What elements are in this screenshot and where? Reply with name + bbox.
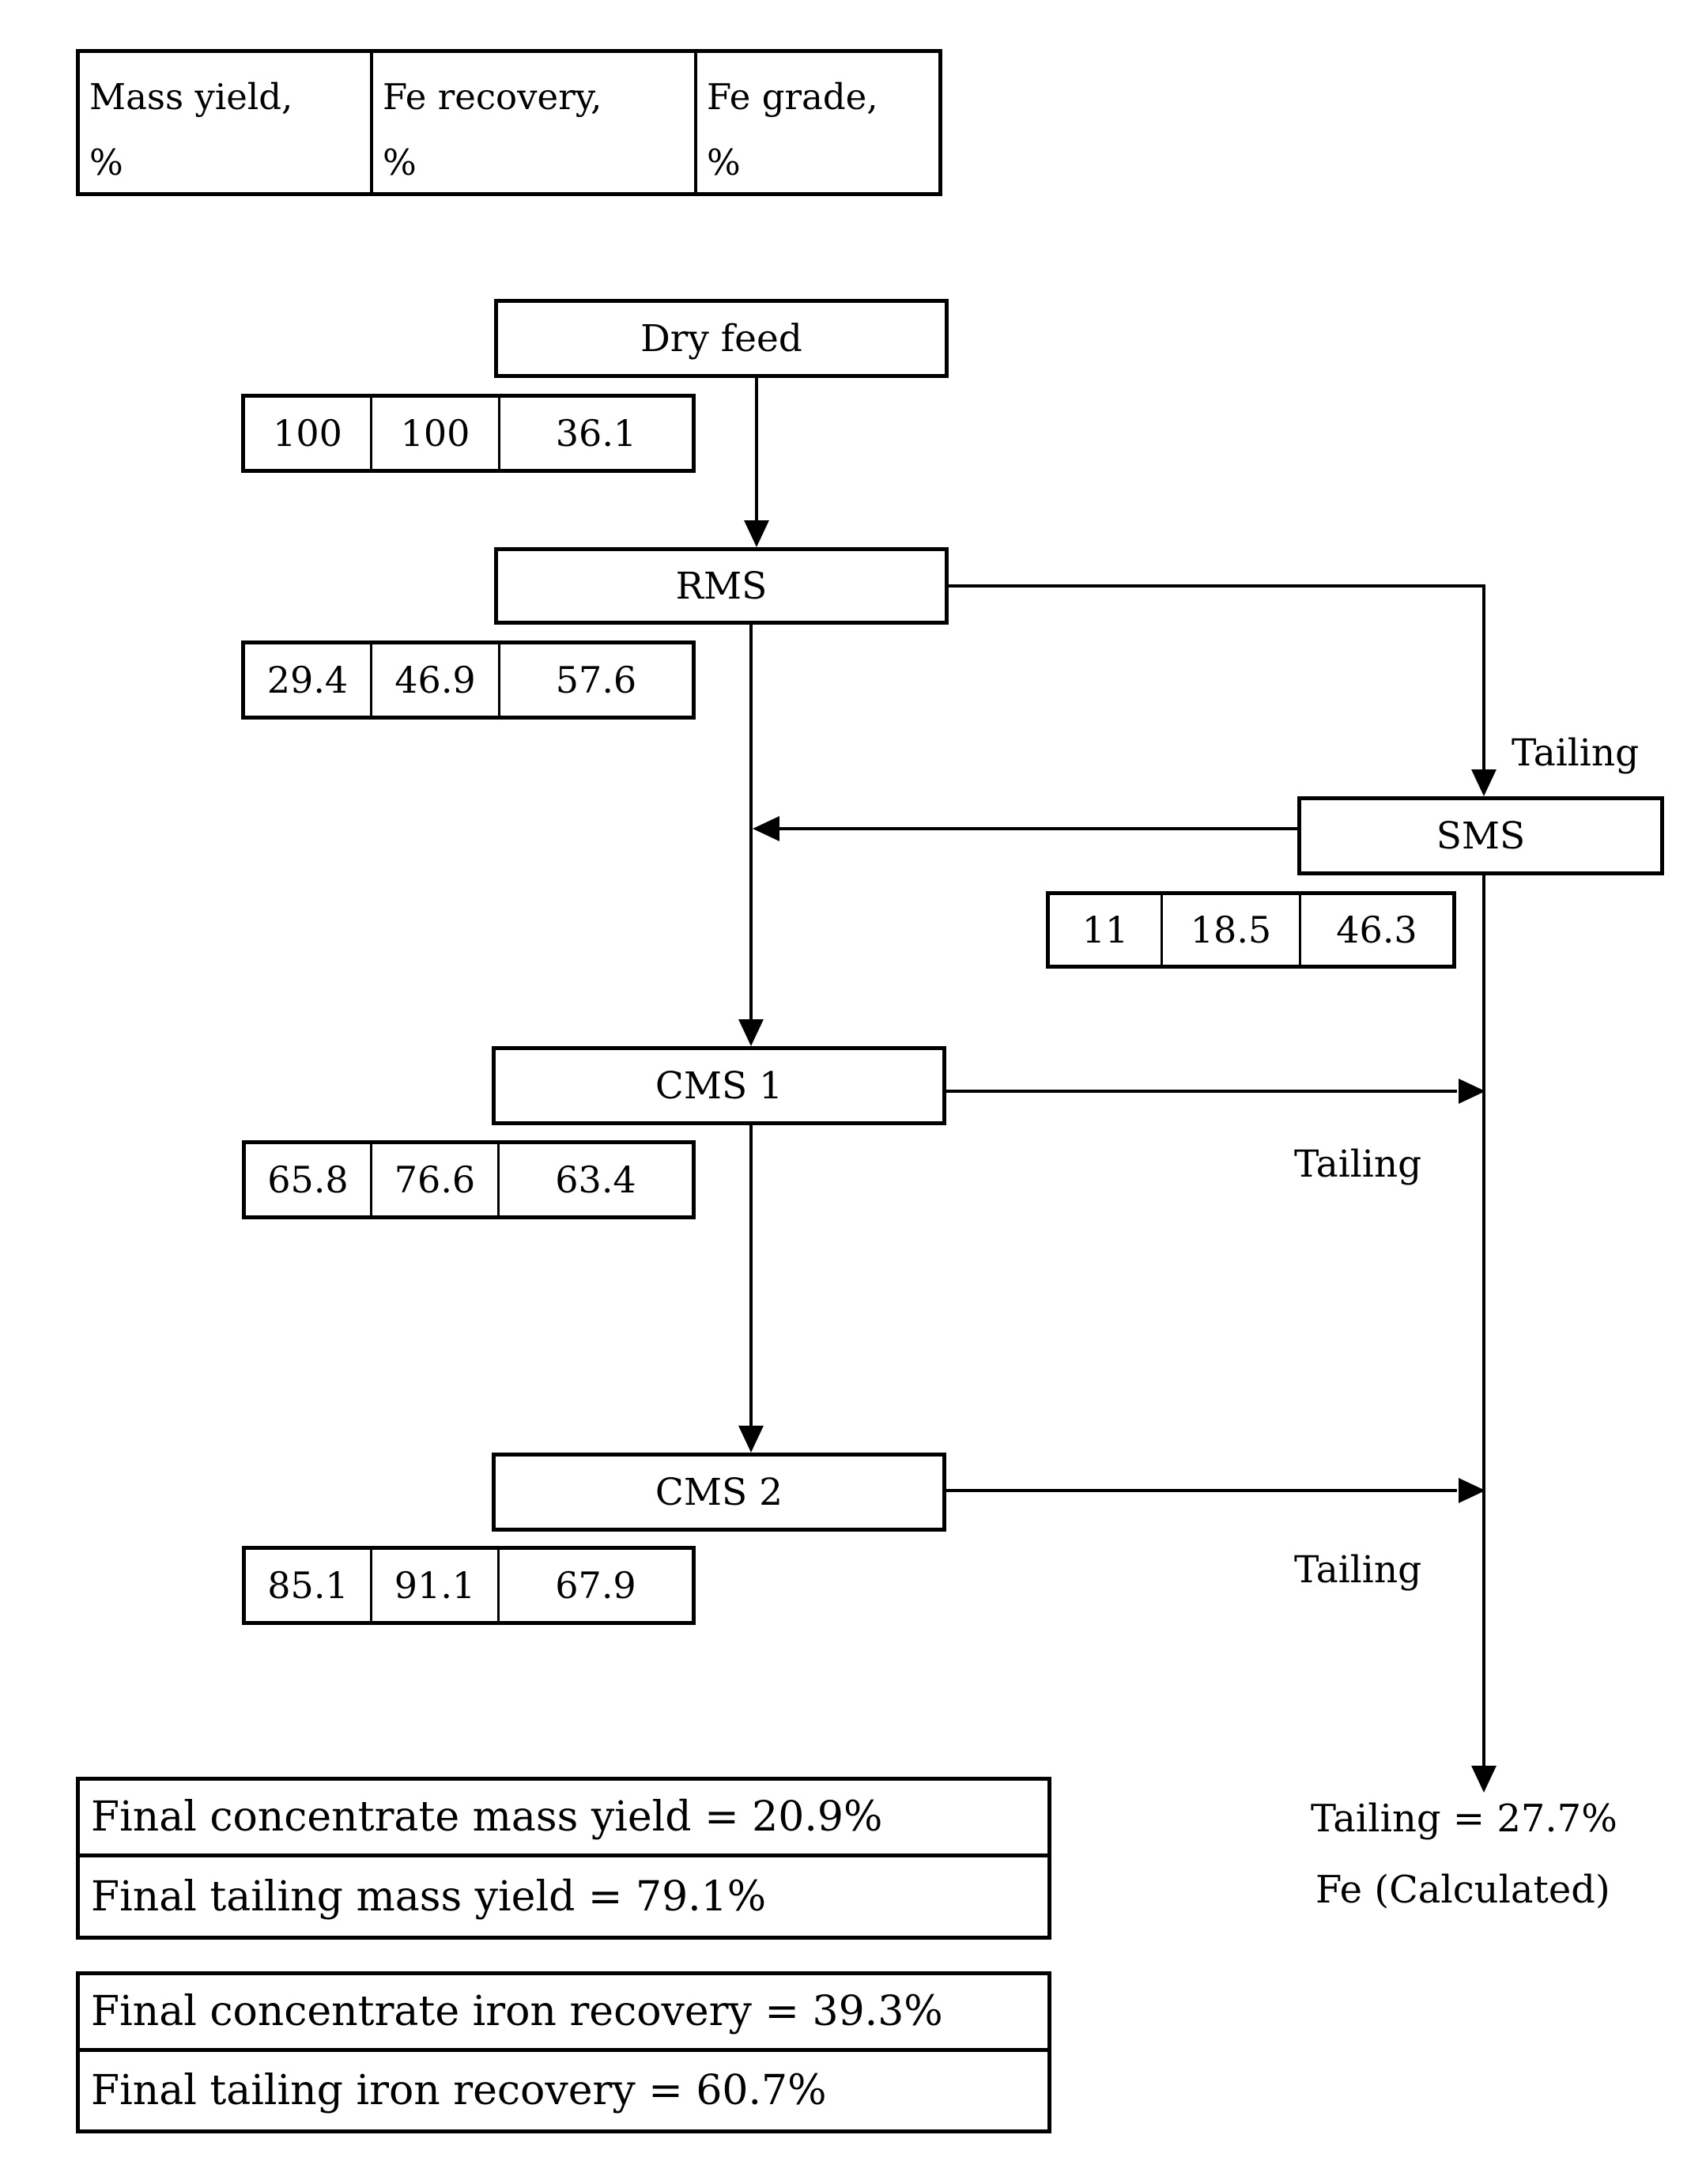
values-sms-fe-grade: 46.3 [1336, 909, 1417, 951]
connector-final-tailing [1482, 875, 1485, 1766]
result-concentrate-iron-recovery-text: Final concentrate iron recovery = 39.3% [91, 1988, 943, 2035]
result-tailing-iron-recovery-text: Final tailing iron recovery = 60.7% [91, 2067, 827, 2114]
arrowhead-cms1-tailing-icon [1459, 1079, 1485, 1104]
values-cms1: 65.8 76.6 63.4 [242, 1140, 696, 1219]
values-rms-mass-yield: 29.4 [245, 644, 372, 716]
connector-dryfeed-rms [755, 378, 758, 522]
node-sms-label: SMS [1436, 814, 1526, 858]
node-cms1-label: CMS 1 [655, 1064, 783, 1108]
node-cms2: CMS 2 [492, 1453, 946, 1532]
arrowhead-dryfeed-rms-icon [744, 520, 769, 547]
connector-cms1-cms2 [749, 1125, 753, 1426]
node-rms-label: RMS [675, 564, 768, 608]
label-cms2-tailing: Tailing [1294, 1548, 1422, 1592]
connector-cms2-tailing [946, 1489, 1457, 1492]
label-final-tailing-fe-calculated: Fe (Calculated) [1315, 1868, 1610, 1912]
values-dry-feed-fe-grade: 36.1 [555, 412, 637, 455]
values-cms1-fe-recovery: 76.6 [372, 1144, 500, 1215]
result-row-tailing-mass-yield: Final tailing mass yield = 79.1% [80, 1857, 1047, 1936]
legend-table: Mass yield, % Fe recovery, % Fe grade, % [76, 49, 942, 196]
values-rms-fe-recovery: 46.9 [372, 644, 500, 716]
result-row-tailing-iron-recovery: Final tailing iron recovery = 60.7% [80, 2052, 1047, 2129]
arrowhead-rms-cms1-icon [738, 1019, 764, 1046]
label-cms1-tailing: Tailing [1294, 1143, 1422, 1186]
connector-cms1-tailing [946, 1090, 1457, 1093]
arrowhead-cms2-tailing-icon [1459, 1478, 1485, 1503]
values-sms-mass-yield: 11 [1050, 895, 1163, 965]
legend-cell-fe-recovery: Fe recovery, % [373, 53, 697, 192]
connector-rms-cms1 [749, 625, 753, 1021]
result-row-concentrate-mass-yield: Final concentrate mass yield = 20.9% [80, 1781, 1047, 1857]
values-dry-feed-fe-recovery: 100 [372, 398, 500, 469]
connector-rms-tailing-vertical [1482, 584, 1485, 769]
results-iron-recovery-box: Final concentrate iron recovery = 39.3% … [76, 1971, 1051, 2133]
connector-rms-tailing-horizontal [949, 584, 1485, 588]
values-dry-feed: 100 100 36.1 [241, 394, 696, 473]
node-cms2-label: CMS 2 [655, 1470, 783, 1514]
values-rms-fe-grade: 57.6 [555, 659, 637, 701]
arrowhead-cms1-cms2-icon [738, 1426, 764, 1453]
node-sms: SMS [1297, 796, 1664, 875]
node-cms1: CMS 1 [492, 1046, 946, 1125]
values-dry-feed-mass-yield: 100 [245, 398, 372, 469]
values-cms2-fe-recovery: 91.1 [372, 1550, 500, 1621]
values-sms-fe-recovery: 18.5 [1163, 895, 1301, 965]
connector-sms-return [779, 827, 1297, 830]
node-rms: RMS [494, 547, 949, 625]
label-rms-tailing: Tailing [1512, 731, 1640, 775]
values-cms2: 85.1 91.1 67.9 [242, 1546, 696, 1625]
values-cms1-mass-yield: 65.8 [246, 1144, 372, 1215]
values-sms: 11 18.5 46.3 [1046, 891, 1456, 969]
arrowhead-tailing-sms-icon [1471, 769, 1497, 796]
result-tailing-mass-yield-text: Final tailing mass yield = 79.1% [91, 1872, 767, 1921]
values-rms: 29.4 46.9 57.6 [241, 640, 696, 720]
node-dry-feed-label: Dry feed [640, 316, 802, 361]
node-dry-feed: Dry feed [494, 299, 949, 378]
values-cms2-fe-grade: 67.9 [555, 1564, 636, 1607]
arrowhead-final-tailing-icon [1471, 1766, 1497, 1793]
result-row-concentrate-iron-recovery: Final concentrate iron recovery = 39.3% [80, 1975, 1047, 2052]
results-mass-yield-box: Final concentrate mass yield = 20.9% Fin… [76, 1777, 1051, 1940]
legend-cell-mass-yield: Mass yield, % [80, 53, 373, 192]
legend-cell-fe-grade: Fe grade, % [707, 76, 878, 184]
values-cms1-fe-grade: 63.4 [555, 1158, 636, 1201]
label-final-tailing-value: Tailing = 27.7% [1311, 1797, 1617, 1841]
values-cms2-mass-yield: 85.1 [246, 1550, 372, 1621]
arrowhead-sms-return-icon [753, 816, 779, 841]
result-concentrate-mass-yield-text: Final concentrate mass yield = 20.9% [91, 1793, 883, 1841]
